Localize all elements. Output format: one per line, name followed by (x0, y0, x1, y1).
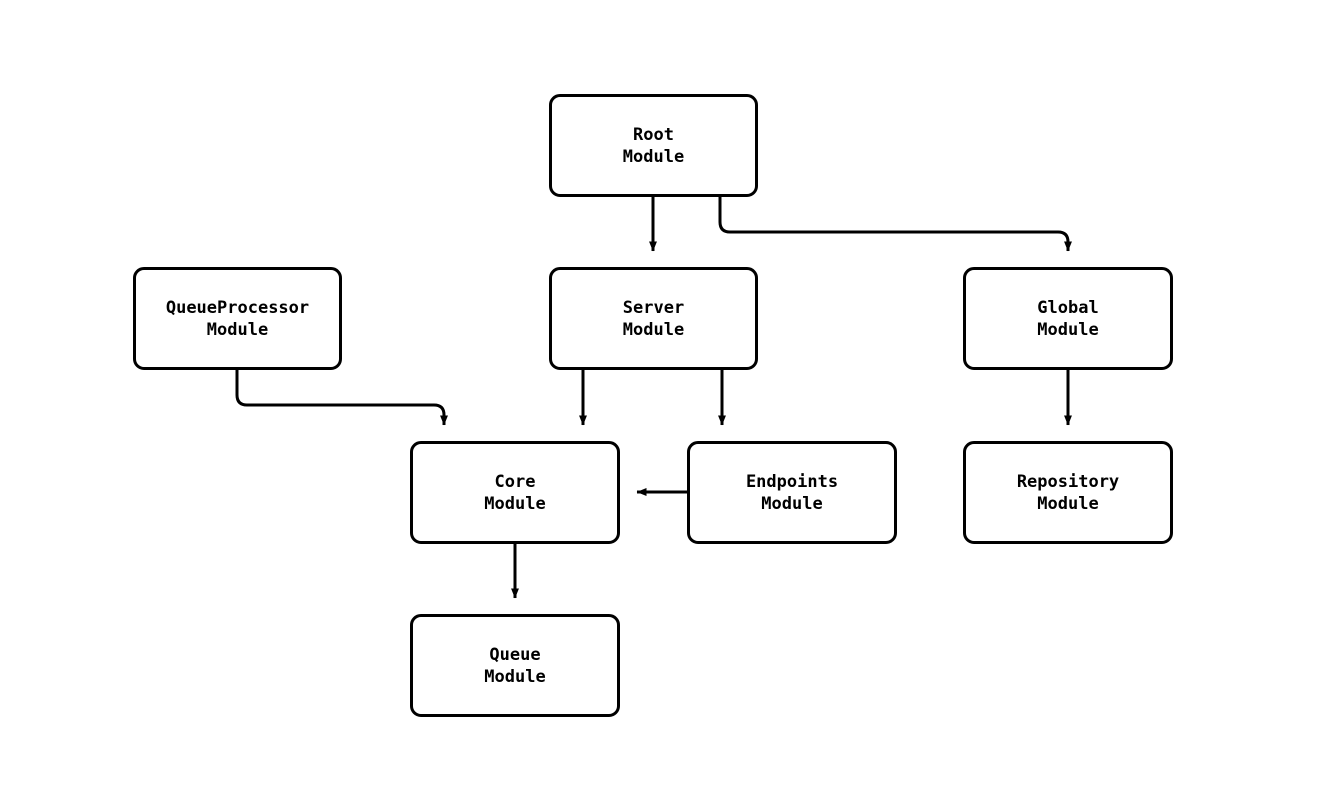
edge-queueprocessor-to-core (235, 370, 448, 426)
node-global-label: Global Module (1037, 297, 1099, 340)
node-root-label: Root Module (622, 124, 685, 167)
node-repository-label: Repository Module (1016, 471, 1120, 514)
node-endpoints[interactable]: Endpoints Module (687, 441, 897, 544)
node-queueprocessor-label: QueueProcessor Module (165, 297, 310, 340)
node-repository[interactable]: Repository Module (963, 441, 1173, 544)
node-queue[interactable]: Queue Module (410, 614, 620, 717)
node-endpoints-label: Endpoints Module (745, 471, 839, 514)
node-server[interactable]: Server Module (549, 267, 758, 370)
node-queue-label: Queue Module (484, 644, 546, 687)
node-core-label: Core Module (484, 471, 546, 514)
node-global[interactable]: Global Module (963, 267, 1173, 370)
node-root[interactable]: Root Module (549, 94, 758, 197)
node-server-label: Server Module (622, 297, 685, 340)
node-queueprocessor[interactable]: QueueProcessor Module (133, 267, 342, 370)
edge-root-to-global (718, 197, 1072, 252)
node-core[interactable]: Core Module (410, 441, 620, 544)
